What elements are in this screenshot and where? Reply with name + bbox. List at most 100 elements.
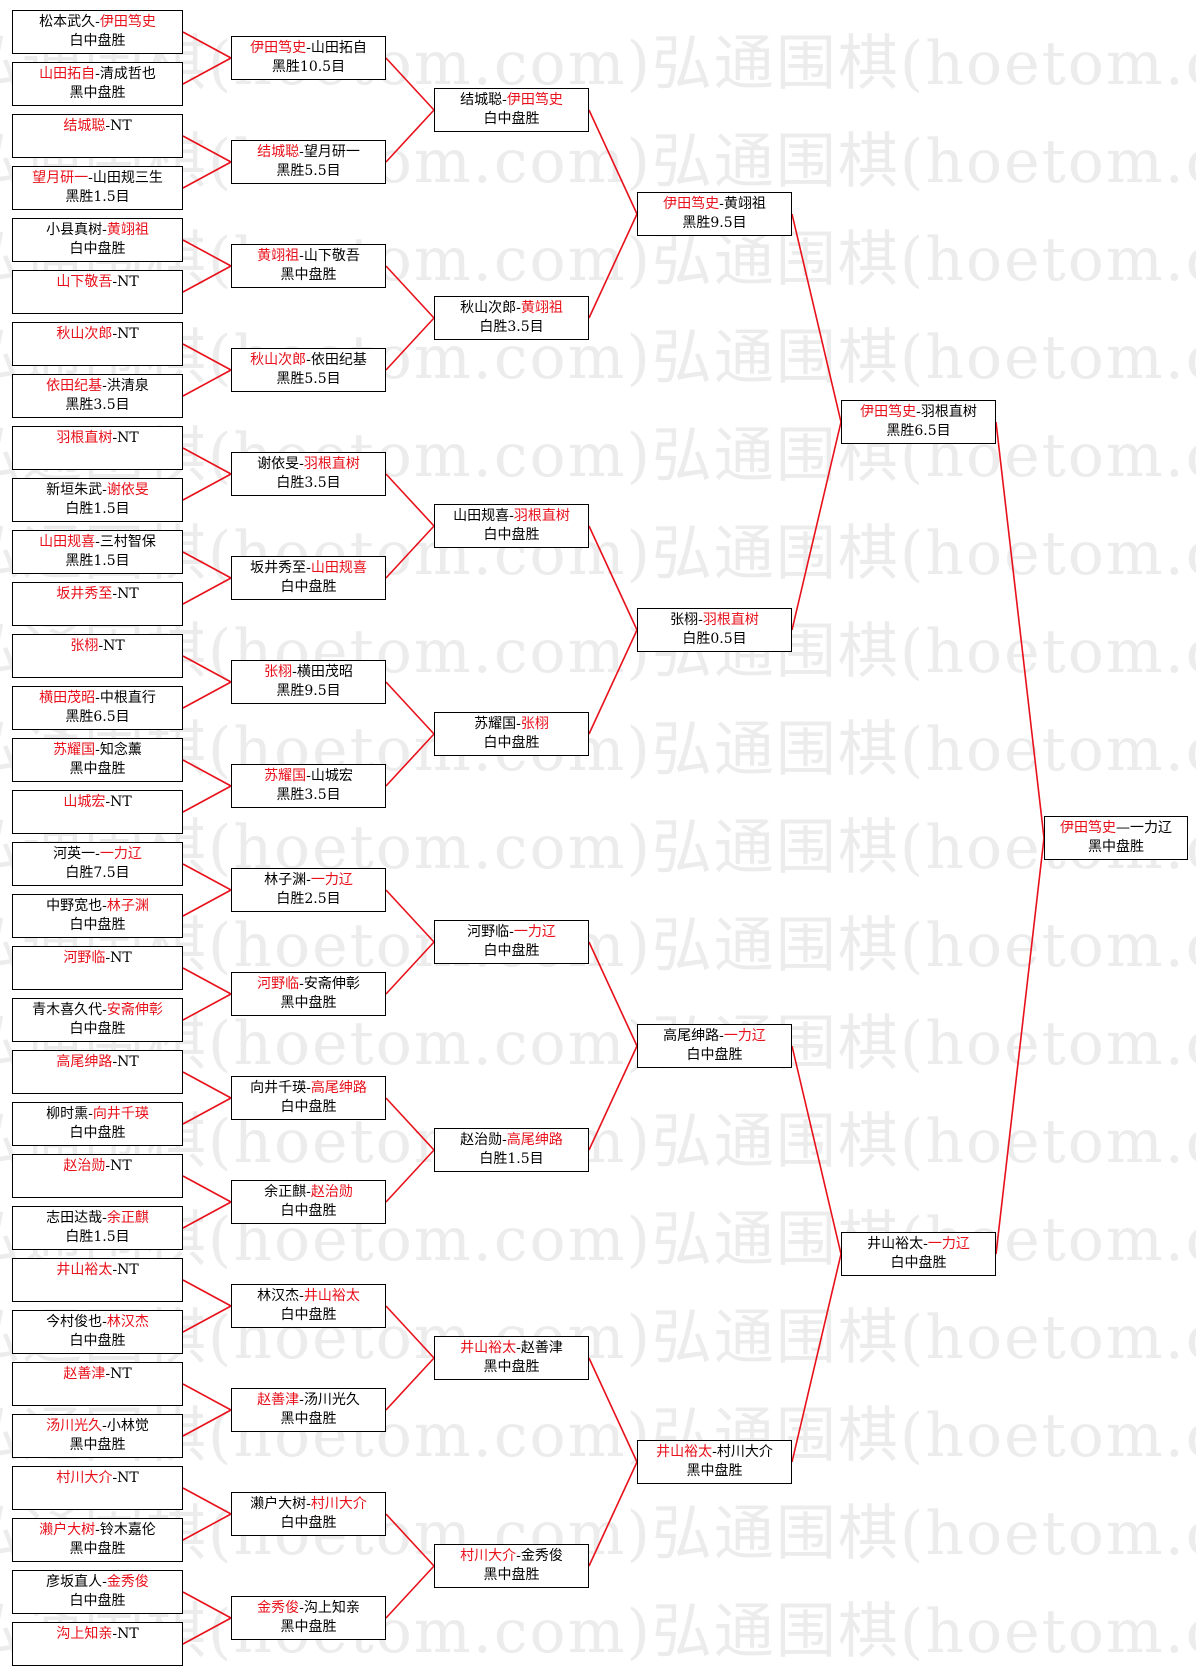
match-result: 黑胜9.5目 [276,683,341,699]
player-name: 彦坂直人 [46,1574,103,1590]
match-result: 白中盘胜 [69,1125,126,1141]
bracket-connector [588,629,638,735]
match-result: 白中盘胜 [69,917,126,933]
separator: - [102,378,107,394]
watermark-text: 弘通围棋(hoetom.com)弘通围棋(hoetom.com) [0,911,1196,981]
match-players: 张栩-NT [13,637,182,656]
match-result: 黑胜6.5目 [65,709,130,725]
match-players: 井山裕太-赵善津 [435,1339,588,1358]
match-box-round2: 林汉杰-井山裕太白中盘胜 [231,1284,386,1328]
bracket-connector [385,889,435,943]
player-name: 伊田笃史 [99,14,156,30]
match-players: 伊田笃史-山田拓自 [232,39,385,58]
player-name: 河野临 [63,950,106,966]
bracket-connector [385,109,435,163]
separator: - [719,196,724,212]
player-name: 山田拓自 [310,40,367,56]
match-box-round3: 苏耀国-张栩白中盘胜 [434,712,589,756]
player-name: 山田规喜 [310,560,367,576]
player-name: 伊田笃史 [250,40,307,56]
match-box-round1: 横田茂昭-中根直行黑胜6.5目 [12,686,183,730]
match-box-round2: 张栩-横田茂昭黑胜9.5目 [231,660,386,704]
match-box-round1: 高尾绅路-NT [12,1050,183,1094]
match-result: 白中盘胜 [69,1021,126,1037]
bracket-connector [791,1253,842,1463]
player-name: 高尾绅路 [663,1028,720,1044]
match-players: 结城聪-望月研一 [232,143,385,162]
player-name: 秋山次郎 [56,326,113,342]
player-name: 坂井秀至 [250,560,307,576]
match-result: 白胜1.5目 [479,1151,544,1167]
match-box-round3: 赵治勋-高尾绅路白胜1.5目 [434,1128,589,1172]
bracket-connector [182,161,232,189]
player-name: 山下敬吾 [303,248,360,264]
bracket-connector [588,213,638,319]
player-name: 苏耀国 [264,768,307,784]
player-name: 赵善津 [63,1366,106,1382]
match-box-round2: 结城聪-望月研一黑胜5.5目 [231,140,386,184]
player-name: NT [110,794,132,810]
player-name: 志田达哉 [46,1210,103,1226]
match-players: 秋山次郎-NT [13,325,182,344]
match-box-round1: 中野宽也-林子渊白中盘胜 [12,894,183,938]
player-name: 高尾绅路 [506,1132,563,1148]
player-name: 黄翊祖 [723,196,766,212]
player-name: 山田拓自 [39,66,96,82]
player-name: 羽根直树 [56,430,113,446]
match-players: 濑户大树-铃木嘉伦 [13,1521,182,1540]
bracket-connector [588,1461,638,1567]
match-result: 白中盘胜 [280,579,337,595]
match-box-round2: 金秀俊-沟上知亲黑中盘胜 [231,1596,386,1640]
bracket-connector [588,525,638,631]
player-name: 山城宏 [63,794,106,810]
match-players: 赵治勋-高尾绅路 [435,1131,588,1150]
player-name: 伊田笃史 [506,92,563,108]
player-name: 高尾绅路 [310,1080,367,1096]
match-result: 黑中盘胜 [280,1411,337,1427]
separator: - [112,1262,118,1278]
separator: - [95,534,100,550]
player-name: 知念薰 [99,742,142,758]
match-players: 濑户大树-村川大介 [232,1495,385,1514]
player-name: 村川大介 [716,1444,773,1460]
player-name: 山下敬吾 [56,274,113,290]
player-name: 黄翊祖 [257,248,300,264]
separator: - [95,66,100,82]
player-name: 铃木嘉伦 [99,1522,156,1538]
match-box-round1: 山田拓自-清成哲也黑中盘胜 [12,62,183,106]
match-players: 黄翊祖-山下敬吾 [232,247,385,266]
player-name: 村川大介 [460,1548,517,1564]
player-name: 张栩 [520,716,549,732]
player-name: NT [110,1158,132,1174]
bracket-connector [182,369,232,397]
separator: - [306,1496,311,1512]
separator: - [502,92,507,108]
separator: - [112,1054,118,1070]
match-players: 谢依旻-羽根直树 [232,455,385,474]
match-result: 黑中盘胜 [1088,839,1144,855]
match-players: 苏耀国-张栩 [435,715,588,734]
bracket-connector [385,57,435,111]
match-box-round1: 村川大介-NT [12,1466,183,1510]
watermark-text: 弘通围棋(hoetom.com)弘通围棋(hoetom.com) [0,519,1196,589]
match-box-round2: 伊田笃史-山田拓自黑胜10.5目 [231,36,386,80]
bracket-connector [182,1513,232,1541]
bracket-connector [995,837,1045,1255]
match-result: 白中盘胜 [483,111,540,127]
match-players: 井山裕太-村川大介 [638,1443,791,1462]
match-result: 白胜3.5目 [479,319,544,335]
match-players: 山下敬吾-NT [13,273,182,292]
match-box-round4: 井山裕太-村川大介黑中盘胜 [637,1440,792,1484]
match-result: 黑胜1.5目 [65,189,130,205]
match-box-round1: 松本武久-伊田笃史白中盘胜 [12,10,183,54]
match-box-round2: 秋山次郎-依田纪基黑胜5.5目 [231,348,386,392]
match-players: 志田达哉-余正麒 [13,1209,182,1228]
player-name: 河野临 [257,976,300,992]
match-result: 白胜1.5目 [65,1229,130,1245]
match-result: 黑中盘胜 [686,1463,743,1479]
match-result: 黑胜6.5目 [886,423,951,439]
match-players: 望月研一-山田规三生 [13,169,182,188]
player-name: 沟上知亲 [303,1600,360,1616]
match-box-round2: 向井千瑛-高尾绅路白中盘胜 [231,1076,386,1120]
player-name: 一力辽 [1130,820,1172,836]
